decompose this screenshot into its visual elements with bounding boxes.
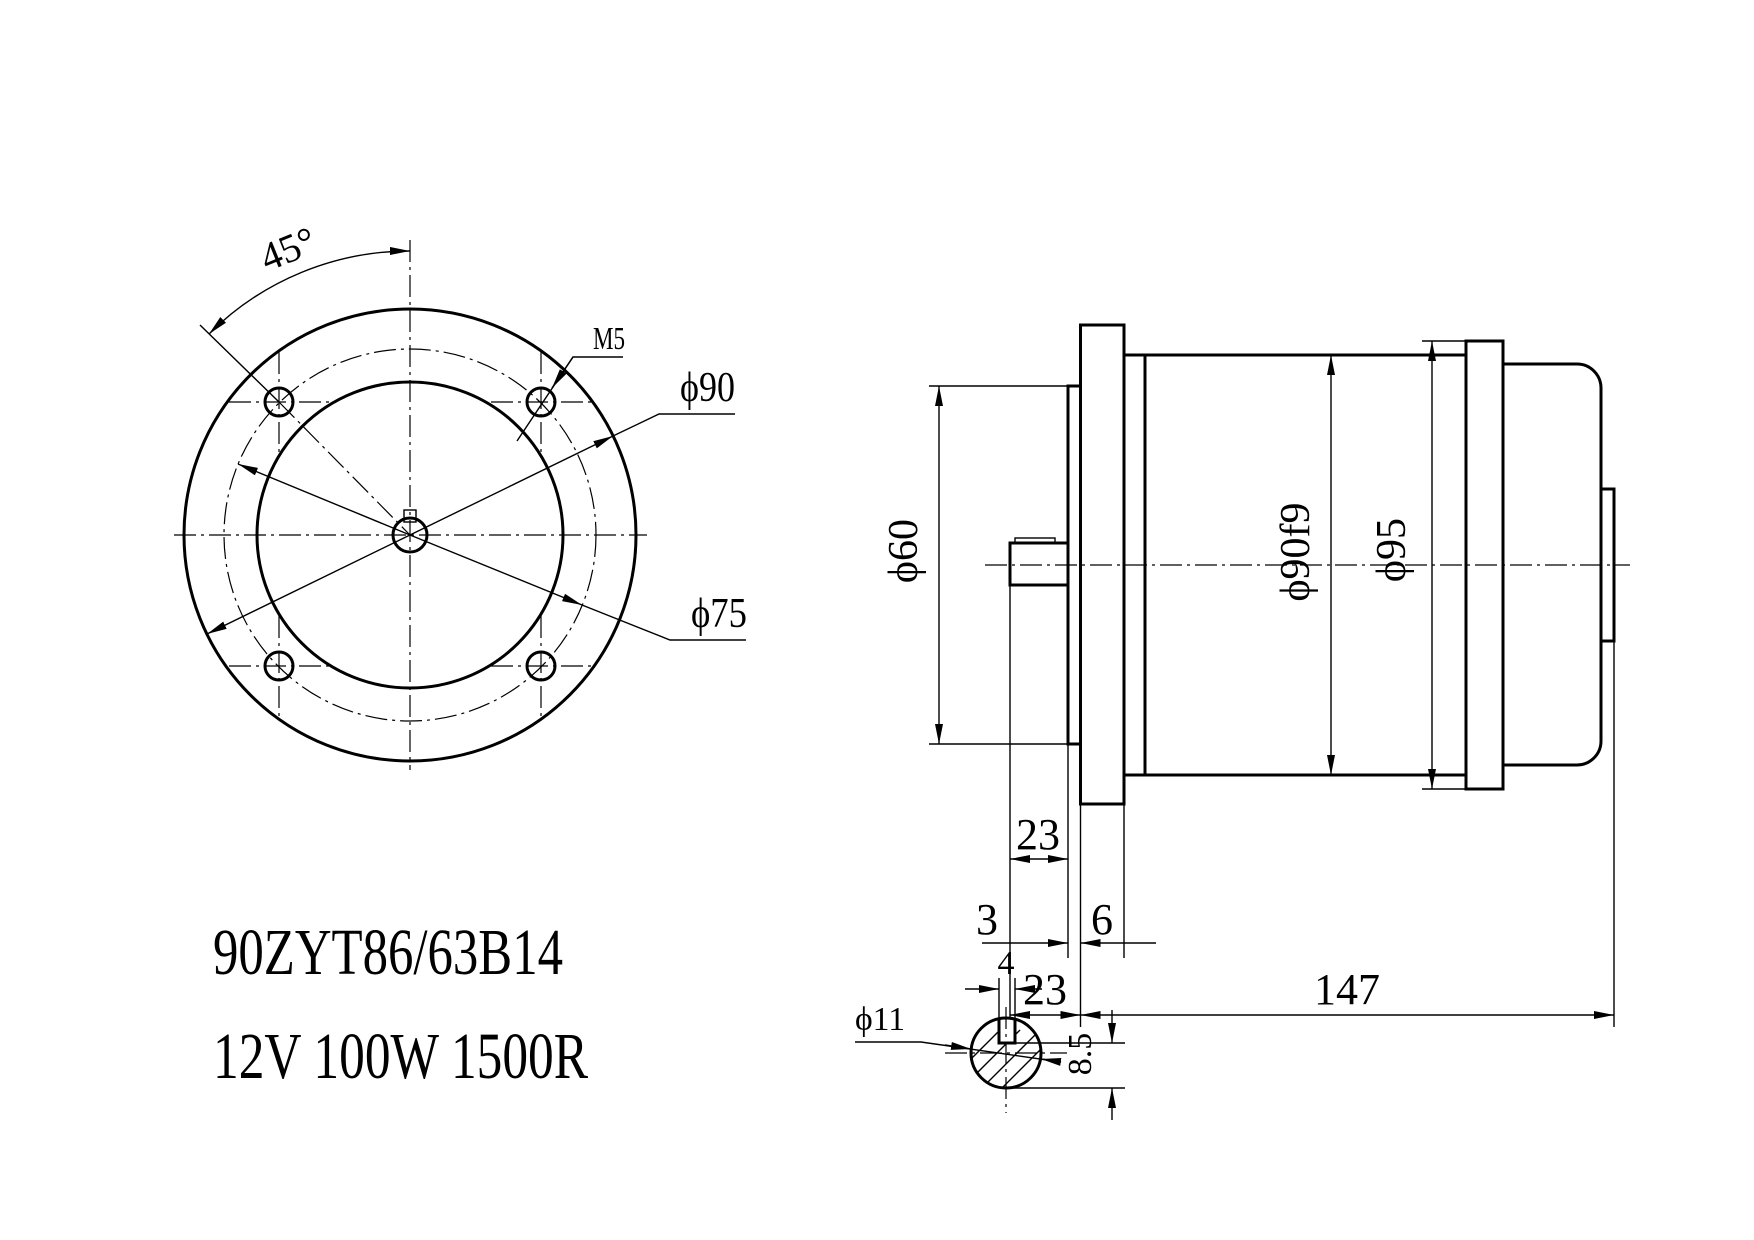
pcd-leader — [581, 604, 746, 641]
pilot-diameter-label: ϕ60 — [881, 519, 927, 583]
section-hatching — [971, 1018, 1041, 1088]
shaft — [1008, 541, 1070, 587]
bolt-circle — [223, 348, 597, 722]
flange-thickness-label: 6 — [1091, 895, 1113, 944]
pilot-depth-label: 3 — [976, 895, 998, 944]
angle-label: 45° — [254, 218, 323, 281]
key-depth-extension-lines — [1006, 1042, 1125, 1089]
angle-centerline — [278, 401, 411, 536]
thread-leader — [516, 356, 623, 442]
outer-diameter-dim-line — [206, 534, 411, 635]
front-view: 45° M5 ϕ90 ϕ75 — [174, 218, 747, 770]
body-diameter-label: ϕ90f9 — [1273, 502, 1319, 601]
thread-leader-arrow — [551, 356, 574, 389]
shaft-section: 4 ϕ11 8.5 — [855, 945, 1125, 1120]
shaft-diameter-label: ϕ11 — [855, 1001, 905, 1038]
rear-flange — [1464, 339, 1505, 791]
angle-dimension-arc — [208, 246, 411, 335]
length-extension-lines — [1009, 585, 1615, 1027]
pcd-dim-line — [237, 463, 411, 536]
outer-diameter-leader — [612, 413, 735, 437]
shaft-diameter-arrow — [944, 1042, 972, 1050]
shaft-key — [1014, 537, 1056, 544]
side-view: ϕ60 ϕ90f9 ϕ95 23 3 6 23 147 — [881, 323, 1630, 1027]
shaft-circle — [391, 516, 429, 554]
pcd-dim-line — [409, 534, 583, 606]
model-number: 90ZYT86/63B14 — [213, 916, 563, 989]
inner-circle — [255, 380, 565, 690]
shaft-diameter-arrow — [1040, 1058, 1062, 1066]
pilot-extension-lines — [929, 385, 1068, 745]
key-width-label: 4 — [998, 945, 1015, 982]
outer-flange-circle — [182, 307, 638, 763]
shaft-diameter-leader — [855, 1041, 1062, 1063]
key-depth-label: 8.5 — [1062, 1033, 1099, 1076]
outer-diameter-dim-line — [409, 435, 614, 536]
shaft-key — [403, 509, 417, 523]
rear-diameter-label: ϕ95 — [1369, 518, 1415, 582]
motor-specs: 12V 100W 1500R — [213, 1020, 588, 1093]
keyway — [997, 1019, 1017, 1045]
key-width-extension-lines — [998, 978, 1016, 1019]
rear-shaft-tip — [1599, 487, 1616, 643]
angle-extension-line — [199, 324, 280, 403]
body-length-label: 147 — [1314, 965, 1380, 1014]
pcd-label: ϕ75 — [691, 591, 747, 637]
thread-label: M5 — [593, 320, 625, 356]
outer-diameter-label: ϕ90 — [680, 365, 735, 411]
shaft-length-label: 23 — [1016, 810, 1060, 859]
